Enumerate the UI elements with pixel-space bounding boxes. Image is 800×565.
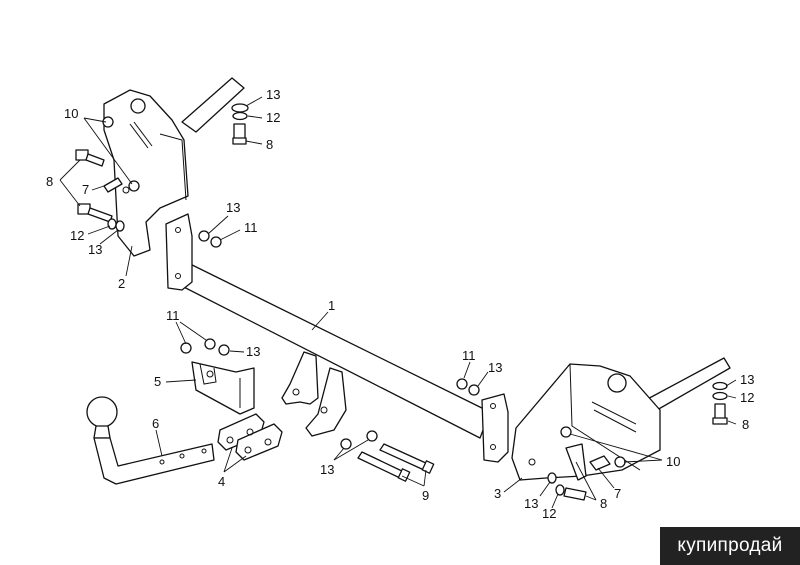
callout-13-right-top: 13	[740, 372, 754, 387]
callout-5: 5	[154, 374, 161, 389]
spacer-plates-part-4	[217, 413, 283, 461]
callout-13-top: 13	[266, 87, 280, 102]
callout-13-center-upper: 13	[246, 344, 260, 359]
callout-13-center-lower: 13	[320, 462, 334, 477]
callout-2: 2	[118, 276, 125, 291]
fasteners	[75, 103, 728, 501]
ball-hook-part-6	[86, 396, 215, 485]
callout-11-center: 11	[166, 308, 180, 323]
callout-8-left: 8	[46, 174, 53, 189]
callout-13-left-plate: 13	[226, 200, 240, 215]
watermark: купипродай	[660, 527, 800, 565]
callout-12-left: 12	[70, 228, 84, 243]
callout-8-top: 8	[266, 137, 273, 152]
callout-13-right-plate: 13	[488, 360, 502, 375]
callout-11-right-plate: 11	[462, 348, 476, 363]
callout-13-right-bottom: 13	[524, 496, 538, 511]
socket-plate-part-5	[191, 361, 255, 415]
callout-3: 3	[494, 486, 501, 501]
callout-12-right-bottom: 12	[542, 506, 556, 521]
callout-6: 6	[152, 416, 159, 431]
cross-beam-part-1	[165, 213, 509, 463]
right-bracket-part-3	[511, 357, 731, 481]
callout-10-right: 10	[666, 454, 680, 469]
left-bracket-part-2	[103, 77, 245, 257]
callout-labels: 1 2 3 4 5 6 7 7 8 8 8 8 9 10 10 11 11 11…	[46, 87, 754, 521]
callout-8-right-bottom: 8	[600, 496, 607, 511]
callout-12-right-top: 12	[740, 390, 754, 405]
callout-11-left-plate: 11	[244, 220, 258, 235]
callout-4: 4	[218, 474, 225, 489]
callout-9: 9	[422, 488, 429, 503]
long-bolts-part-9	[357, 443, 435, 482]
leader-lines	[59, 96, 737, 509]
callout-8-right-top: 8	[742, 417, 749, 432]
callout-13-left: 13	[88, 242, 102, 257]
callout-1: 1	[328, 298, 335, 313]
callout-12-top: 12	[266, 110, 280, 125]
callout-7-left: 7	[82, 182, 89, 197]
callout-7-right: 7	[614, 486, 621, 501]
callout-10-left: 10	[64, 106, 78, 121]
